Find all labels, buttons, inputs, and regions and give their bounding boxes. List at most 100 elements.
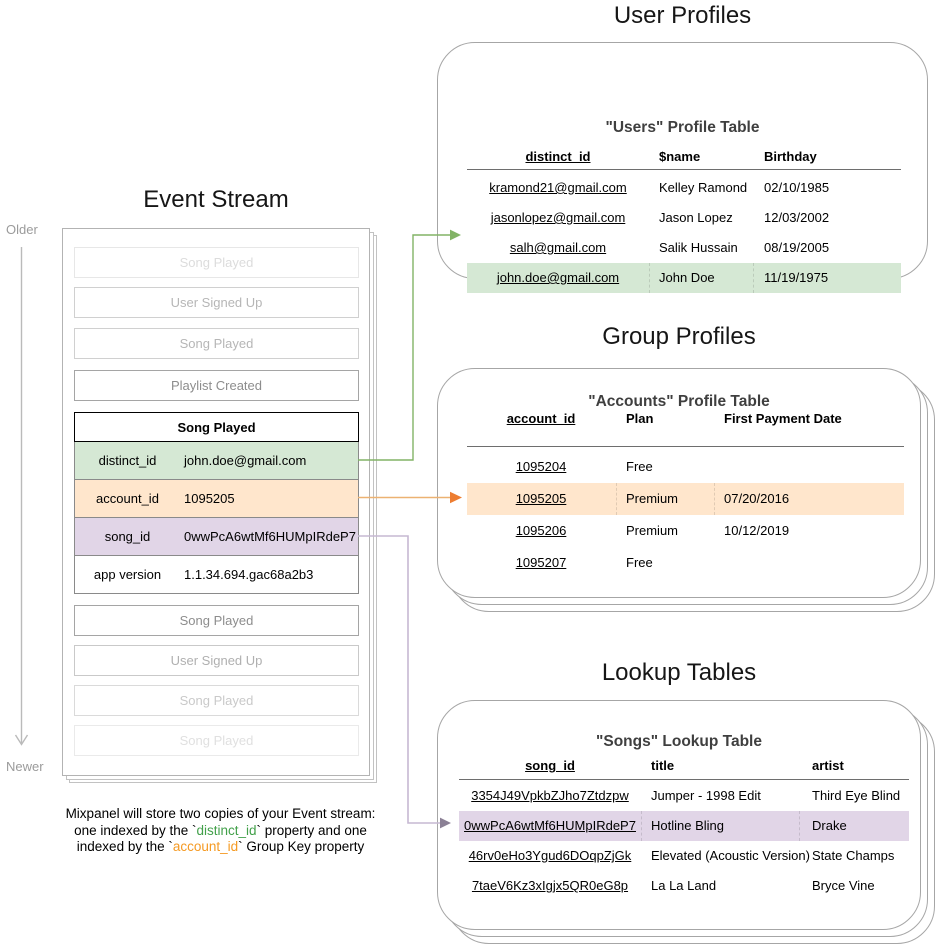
table-row: 1095207 Free xyxy=(467,547,904,579)
property-key: account_id xyxy=(96,491,159,506)
event-item-label: Song Played xyxy=(179,733,254,748)
property-value: john.doe@gmail.com xyxy=(184,453,307,468)
property-value: 1.1.34.694.gac68a2b3 xyxy=(184,567,314,582)
column-separator xyxy=(641,811,642,841)
caption-line: Mixpanel will store two copies of your E… xyxy=(65,806,376,821)
event-item-label: User Signed Up xyxy=(170,295,263,310)
distinct-id-token: distinct_id xyxy=(196,822,257,838)
cell-name: John Doe xyxy=(659,270,715,285)
newer-label: Newer xyxy=(6,759,44,774)
table-header-row: song_id title artist xyxy=(459,751,909,781)
cell-song-id: 46rv0eHo3Ygud6DOqpZjGk xyxy=(468,848,632,863)
cell-birthday: 11/19/1975 xyxy=(764,270,829,285)
event-card-header: Song Played xyxy=(74,412,359,442)
column-header-title: title xyxy=(651,758,675,773)
cell-account-id: 1095207 xyxy=(515,555,567,570)
cell-payment-date: 07/20/2016 xyxy=(724,491,790,506)
header-divider xyxy=(467,446,904,448)
cell-artist: State Champs xyxy=(812,848,895,863)
songs-table-title: "Songs" Lookup Table xyxy=(596,733,762,750)
table-row-highlighted: 0wwPcA6wtMf6HUMpIRdeP7 Hotline Bling Dra… xyxy=(459,811,909,841)
lookup-tables-title: Lookup Tables xyxy=(601,659,757,686)
header-divider xyxy=(459,779,909,781)
cell-name: Salik Hussain xyxy=(659,240,738,255)
cell-plan: Premium xyxy=(626,491,679,506)
older-label: Older xyxy=(6,222,38,237)
caption-line: one indexed by the `distinct_id` propert… xyxy=(74,822,367,838)
property-key: song_id xyxy=(104,529,151,544)
property-key: distinct_id xyxy=(98,453,157,468)
table-row: salh@gmail.com Salik Hussain 08/19/2005 xyxy=(467,233,901,263)
event-item-label: Song Played xyxy=(179,255,254,270)
table-row: jasonlopez@gmail.com Jason Lopez 12/03/2… xyxy=(467,203,901,233)
event-item: Song Played xyxy=(74,328,359,359)
account-id-token: account_id xyxy=(172,839,239,854)
table-row: 1095204 Free xyxy=(467,451,904,483)
event-item: Song Played xyxy=(74,605,359,636)
cell-birthday: 08/19/2005 xyxy=(764,240,830,255)
accounts-profile-panel: "Accounts" Profile Table account_id Plan… xyxy=(437,368,921,598)
cell-title: Elevated (Acoustic Version) xyxy=(651,848,810,863)
cell-title: Jumper - 1998 Edit xyxy=(651,788,761,803)
users-profile-panel: "Users" Profile Table distinct_id $name … xyxy=(437,42,928,293)
column-header-birthday: Birthday xyxy=(764,149,817,164)
cell-birthday: 02/10/1985 xyxy=(764,180,830,195)
column-separator xyxy=(616,483,617,515)
table-header-row: account_id Plan First Payment Date xyxy=(467,403,904,435)
caption-line: indexed by the `account_id` Group Key pr… xyxy=(76,839,365,854)
table-row: 3354J49VpkbZJho7Ztdzpw Jumper - 1998 Edi… xyxy=(459,781,909,811)
event-item: User Signed Up xyxy=(74,645,359,676)
cell-distinct-id: john.doe@gmail.com xyxy=(496,270,620,285)
cell-song-id: 7taeV6Kz3xIgjx5QR0eG8p xyxy=(471,878,629,893)
caption-text: Mixpanel will store two copies of your E… xyxy=(0,806,441,856)
table-row: 1095206 Premium 10/12/2019 xyxy=(467,515,904,547)
group-profiles-title: Group Profiles xyxy=(602,323,756,350)
column-header-song-id: song_id xyxy=(525,758,575,773)
property-value: 0wwPcA6wtMf6HUMpIRdeP7 xyxy=(184,529,356,544)
column-separator xyxy=(799,811,800,841)
cell-artist: Drake xyxy=(812,818,847,833)
cell-title: La La Land xyxy=(651,878,717,893)
event-item: Song Played xyxy=(74,685,359,716)
cell-name: Jason Lopez xyxy=(659,210,733,225)
event-property-row-account-id: account_id 1095205 xyxy=(74,480,359,518)
column-header-first-payment-date: First Payment Date xyxy=(724,411,842,426)
cell-distinct-id: kramond21@gmail.com xyxy=(489,180,627,195)
event-item: User Signed Up xyxy=(74,287,359,318)
cell-artist: Bryce Vine xyxy=(812,878,875,893)
users-table: distinct_id $name Birthday kramond21@gma… xyxy=(467,43,901,293)
cell-plan: Free xyxy=(626,555,653,570)
users-table-title: "Users" Profile Table xyxy=(605,119,760,136)
event-property-row-song-id: song_id 0wwPcA6wtMf6HUMpIRdeP7 xyxy=(74,518,359,556)
column-separator xyxy=(753,263,754,293)
column-header-distinct-id: distinct_id xyxy=(525,149,591,164)
column-separator xyxy=(714,483,715,515)
timeline-arrow xyxy=(14,247,29,746)
column-separator xyxy=(649,263,650,293)
cell-birthday: 12/03/2002 xyxy=(764,210,830,225)
event-item-label: Song Played xyxy=(179,336,254,351)
accounts-table-title: "Accounts" Profile Table xyxy=(588,393,770,410)
cell-distinct-id: jasonlopez@gmail.com xyxy=(490,210,626,225)
event-item-label: User Signed Up xyxy=(170,653,263,668)
event-stream-title: Event Stream xyxy=(143,186,289,213)
songs-lookup-panel: "Songs" Lookup Table song_id title artis… xyxy=(437,700,921,930)
event-property-row-app-version: app version 1.1.34.694.gac68a2b3 xyxy=(74,556,359,594)
event-item-label: Playlist Created xyxy=(170,378,263,393)
event-detail-card: Song Played distinct_id john.doe@gmail.c… xyxy=(74,412,359,594)
cell-plan: Free xyxy=(626,459,653,474)
table-header-row: distinct_id $name Birthday xyxy=(467,142,901,172)
event-item-label: Song Played xyxy=(179,693,254,708)
songs-table: song_id title artist 3354J49VpkbZJho7Ztd… xyxy=(459,701,909,929)
table-row: 46rv0eHo3Ygud6DOqpZjGk Elevated (Acousti… xyxy=(459,841,909,871)
table-row-highlighted: 1095205 Premium 07/20/2016 xyxy=(467,483,904,515)
column-header-name: $name xyxy=(659,149,701,164)
column-header-account-id: account_id xyxy=(506,411,576,426)
cell-account-id: 1095206 xyxy=(515,523,567,538)
property-key: app version xyxy=(93,567,162,582)
column-header-plan: Plan xyxy=(626,411,654,426)
table-row-highlighted: john.doe@gmail.com John Doe 11/19/1975 xyxy=(467,263,901,293)
event-item: Song Played xyxy=(74,247,359,278)
cell-title: Hotline Bling xyxy=(651,818,724,833)
